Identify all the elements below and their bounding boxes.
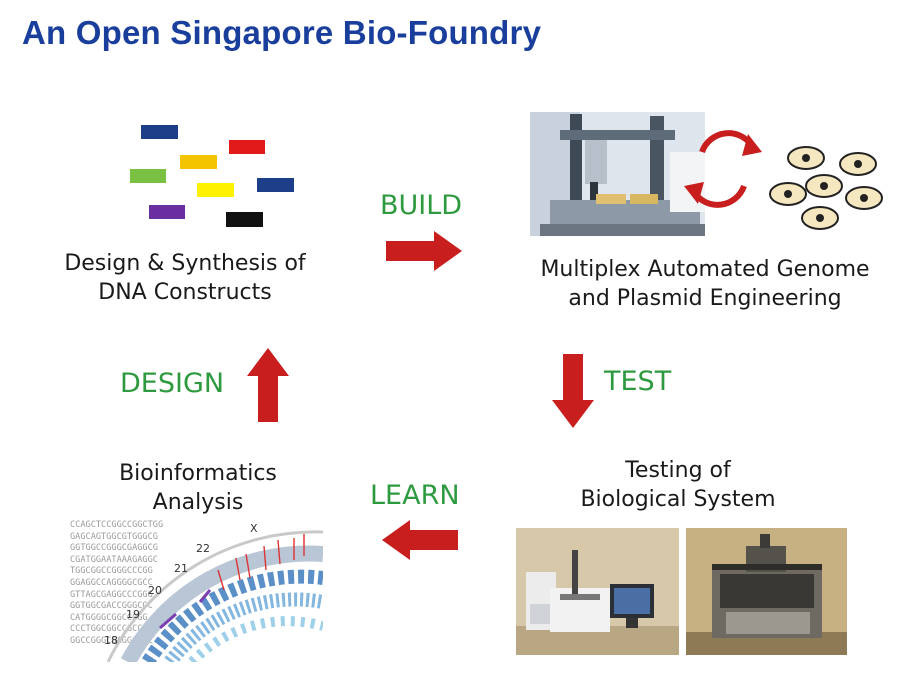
sequence-block: CCAGCTCCGGCCGGCTGG GAGCAGTGGCGTGGGCG GGT… — [70, 520, 163, 648]
chromosome-label: 18 — [104, 634, 118, 647]
dna-block-navy — [141, 125, 178, 139]
step-learn-label: LEARN — [370, 480, 460, 511]
page-title: An Open Singapore Bio-Foundry — [22, 14, 542, 51]
caption-line: and Plasmid Engineering — [568, 286, 842, 311]
sequence-line: CATGGGGCGGCCGGG — [70, 612, 148, 623]
lab-instrument-photo — [686, 528, 847, 655]
sequence-line: GTTAGCGAGGCCCGGG — [70, 589, 153, 600]
sequence-line: CCAGCTCCGGCCGGCTGG — [70, 520, 164, 530]
sequence-line: GGCCGGGCGAGGCGGC — [70, 635, 153, 646]
bioinformatics-graphic: CCAGCTCCGGCCGGCTGG GAGCAGTGGCGTGGGCG GGT… — [68, 518, 323, 662]
sequence-line: CCCTGGCGGCCGCCGG — [70, 624, 153, 635]
bioinformatics-caption: Bioinformatics Analysis — [80, 459, 316, 517]
arrow-right-icon — [386, 231, 462, 271]
testing-caption: Testing of Biological System — [530, 456, 826, 514]
cells-graphic — [769, 146, 883, 230]
chromosome-label: 20 — [148, 584, 162, 597]
step-test-label: TEST — [604, 366, 672, 397]
mass-spectrometer-photo — [516, 528, 679, 655]
arrow-down-icon — [552, 354, 594, 428]
sequence-line: GAGCAGTGGCGTGGGCG — [70, 531, 158, 542]
cycle-arrows-icon — [684, 130, 762, 208]
chromosome-label: 19 — [126, 608, 140, 621]
multiplex-caption: Multiplex Automated Genome and Plasmid E… — [510, 255, 900, 313]
dna-block-red — [229, 140, 265, 154]
dna-block-yellow — [197, 183, 234, 197]
dna-block-green — [130, 169, 166, 183]
caption-line: Bioinformatics — [119, 461, 277, 486]
sequence-line: GGTGGCGACCGGGCGC — [70, 601, 153, 612]
chromosome-label: 22 — [196, 542, 210, 555]
step-build-label: BUILD — [380, 190, 463, 221]
caption-line: Testing of — [625, 458, 731, 483]
arrow-left-icon — [382, 520, 458, 560]
caption-line: Multiplex Automated Genome — [540, 257, 870, 282]
dna-block-orange — [180, 155, 217, 169]
automation-robot-photo — [530, 112, 705, 236]
caption-line: Design & Synthesis of — [64, 251, 306, 276]
dna-block-navy-2 — [257, 178, 294, 192]
design-synthesis-caption: Design & Synthesis of DNA Constructs — [40, 249, 330, 307]
chromosome-label: X — [250, 522, 258, 535]
sequence-line: GGAGGCCAGGGGCGCC — [70, 577, 153, 588]
arrow-up-icon — [247, 348, 289, 422]
step-design-label: DESIGN — [120, 368, 225, 399]
sequence-line: GGTGGCCGGGCGAGGCG — [70, 543, 158, 554]
sequence-line: TGGCGGCCGGGCCCGG — [70, 566, 153, 577]
caption-line: Analysis — [152, 490, 244, 515]
circos-plot — [106, 530, 323, 662]
caption-line: DNA Constructs — [98, 280, 272, 305]
chromosome-label: 21 — [174, 562, 188, 575]
dna-block-purple — [149, 205, 185, 219]
dna-block-black — [226, 212, 263, 227]
caption-line: Biological System — [580, 487, 776, 512]
sequence-line: CGATGGAATAAAGAGGC — [70, 554, 158, 565]
